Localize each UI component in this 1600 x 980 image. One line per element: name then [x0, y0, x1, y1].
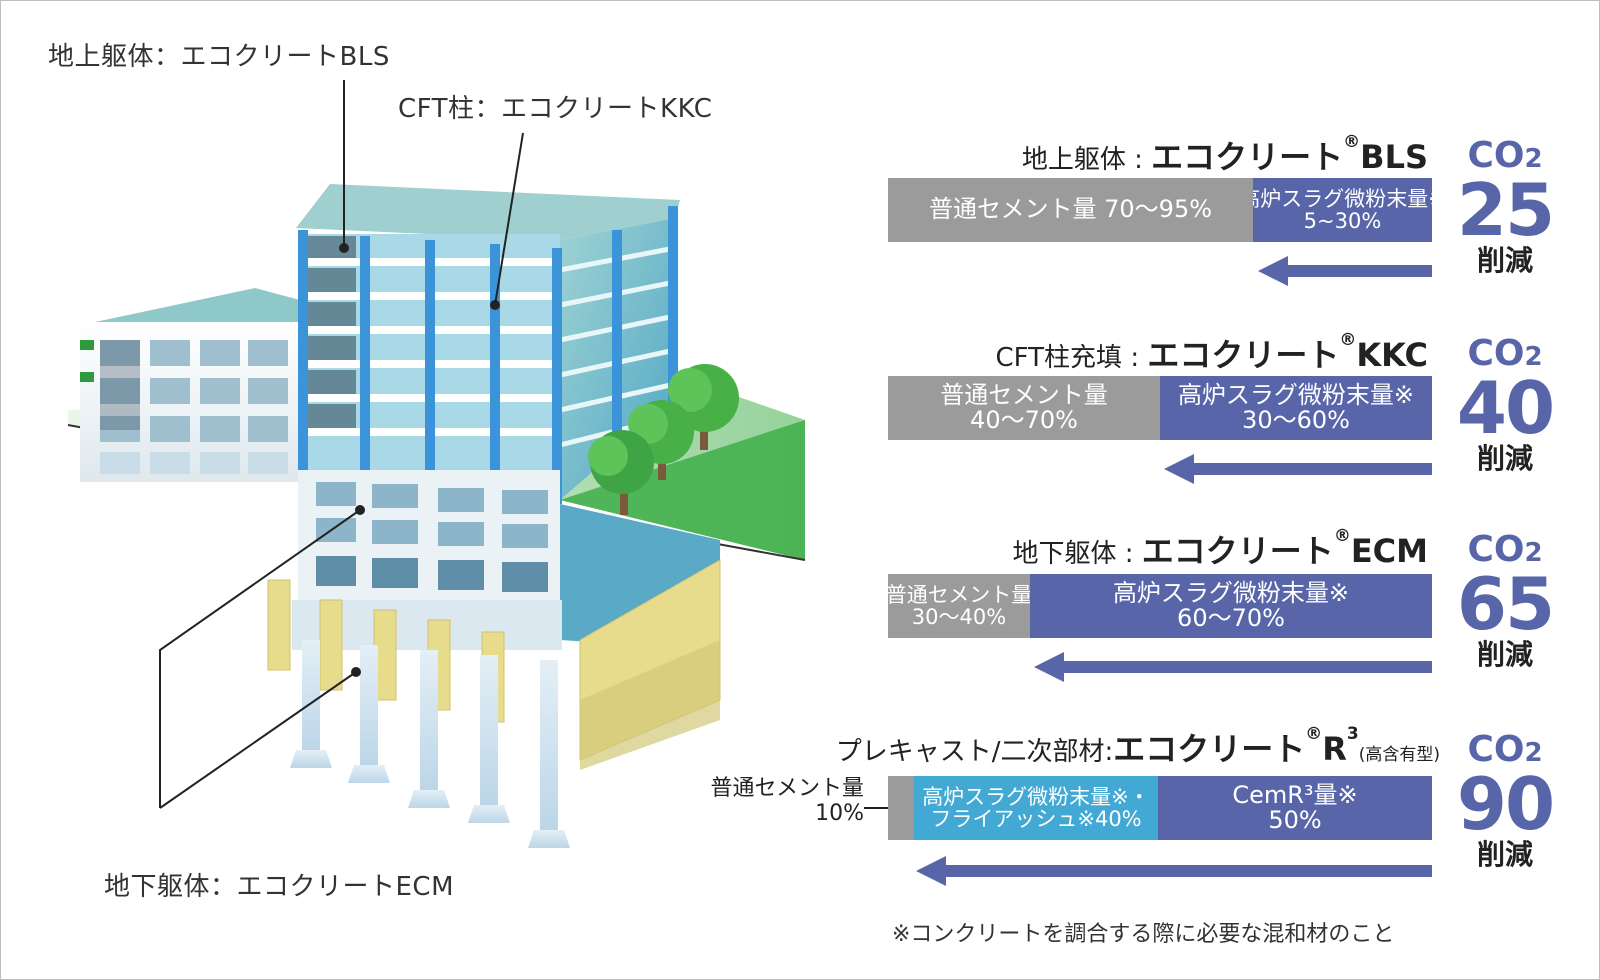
co2-label: CO2 — [1467, 529, 1543, 570]
tall-building-dark-bays — [306, 236, 356, 428]
composition-bar-kkc: 普通セメント量 40〜70% 高炉スラグ微粉末量※ 30〜60% — [888, 376, 1432, 440]
reduction-value: 25 — [1456, 168, 1555, 252]
reduction-word: 削減 — [1476, 838, 1533, 871]
registered-mark: ® — [1305, 724, 1323, 744]
low-building-windows — [100, 340, 288, 474]
basement-windows — [316, 482, 548, 592]
piles — [290, 640, 570, 848]
reduction-arrow-bls — [1258, 256, 1432, 286]
material-title-bls: 地上躯体 : エコクリート®BLS — [1022, 132, 1428, 178]
building-illustration — [67, 80, 806, 848]
reduction-arrow-kkc — [1164, 454, 1432, 484]
registered-mark: ® — [1339, 330, 1357, 350]
co2-reduction-ecm: CO2 65 削減 — [1450, 532, 1560, 671]
callout-cft-column: CFT柱：エコクリートKKC — [398, 94, 713, 124]
segment-cement: 普通セメント量 30〜40% — [888, 574, 1030, 638]
balcony-plants — [80, 340, 94, 382]
material-brand: エコクリート — [1113, 730, 1306, 768]
material-prefix: CFT柱充填 : — [995, 343, 1140, 373]
material-brand: エコクリート — [1141, 532, 1334, 570]
segment-cement: 普通セメント量 40〜70% — [888, 376, 1160, 440]
registered-mark: ® — [1343, 132, 1361, 152]
segment-cement — [888, 776, 914, 840]
material-product: ECM — [1350, 532, 1428, 570]
material-product-note: (高含有型) — [1358, 745, 1440, 765]
material-title-kkc: CFT柱充填 : エコクリート®KKC — [996, 330, 1428, 376]
segment-slag: 高炉スラグ微粉末量※ 30〜60% — [1160, 376, 1432, 440]
reduction-value: 40 — [1456, 366, 1555, 450]
registered-mark: ® — [1333, 526, 1351, 546]
leader-dots — [339, 243, 500, 677]
reduction-word: 削減 — [1476, 442, 1533, 475]
material-prefix: プレキャスト/二次部材: — [835, 737, 1114, 767]
segment-slag: 高炉スラグ微粉末量※ 5~30% — [1253, 178, 1432, 242]
material-product: BLS — [1360, 138, 1428, 176]
material-brand: エコクリート — [1147, 336, 1340, 374]
reduction-word: 削減 — [1476, 244, 1533, 277]
segment-slag: 高炉スラグ微粉末量※ 60〜70% — [1030, 574, 1432, 638]
low-building-dark-windows — [100, 340, 140, 430]
reduction-word: 削減 — [1476, 638, 1533, 671]
segment-cement: 普通セメント量 70〜95% — [888, 178, 1253, 242]
co2-label: CO2 — [1467, 333, 1543, 374]
low-building-roof — [95, 288, 300, 330]
segment-cemr3: CemR³量※ 50% — [1158, 776, 1432, 840]
material-product-superscript: 3 — [1346, 724, 1359, 744]
callout-above-ground: 地上躯体：エコクリートBLS — [48, 42, 390, 72]
composition-bar-ecm: 普通セメント量 30〜40% 高炉スラグ微粉末量※ 60〜70% — [888, 574, 1432, 638]
co2-reduction-r3: CO2 90 削減 — [1450, 732, 1560, 871]
reduction-value: 90 — [1456, 762, 1555, 846]
ground-grass — [560, 420, 805, 560]
callout-underground: 地下躯体：エコクリートECM — [104, 872, 455, 902]
reduction-arrow-ecm — [1034, 652, 1432, 682]
reduction-value: 65 — [1456, 562, 1555, 646]
footnote: ※コンクリートを調合する際に必要な混和材のこと — [892, 922, 1395, 947]
reduction-arrow-r3 — [916, 856, 1432, 886]
leader-lines — [159, 80, 524, 809]
material-title-ecm: 地下躯体 : エコクリート®ECM — [1013, 526, 1429, 572]
cft-columns — [298, 206, 678, 510]
material-product: KKC — [1356, 336, 1428, 374]
material-product: R — [1322, 730, 1347, 768]
co2-label: CO2 — [1467, 135, 1543, 176]
external-cement-label: 普通セメント量 10% — [710, 776, 864, 827]
material-prefix: 地上躯体 : — [1021, 145, 1143, 175]
co2-reduction-bls: CO2 25 削減 — [1450, 138, 1560, 277]
material-title-r3: プレキャスト/二次部材:エコクリート®R3(高含有型) — [836, 724, 1440, 770]
material-prefix: 地下躯体 : — [1012, 539, 1134, 569]
co2-reduction-kkc: CO2 40 削減 — [1450, 336, 1560, 475]
tall-building-roof — [296, 184, 680, 240]
composition-bar-bls: 普通セメント量 70〜95% 高炉スラグ微粉末量※ 5~30% — [888, 178, 1432, 242]
composition-bar-r3: 高炉スラグ微粉末量※・ フライアッシュ※40% CemR³量※ 50% — [888, 776, 1432, 840]
segment-slag-flyash: 高炉スラグ微粉末量※・ フライアッシュ※40% — [914, 776, 1158, 840]
retaining-wall-shadow — [580, 640, 720, 770]
trees — [588, 364, 739, 515]
material-brand: エコクリート — [1151, 138, 1344, 176]
co2-label: CO2 — [1467, 729, 1543, 770]
